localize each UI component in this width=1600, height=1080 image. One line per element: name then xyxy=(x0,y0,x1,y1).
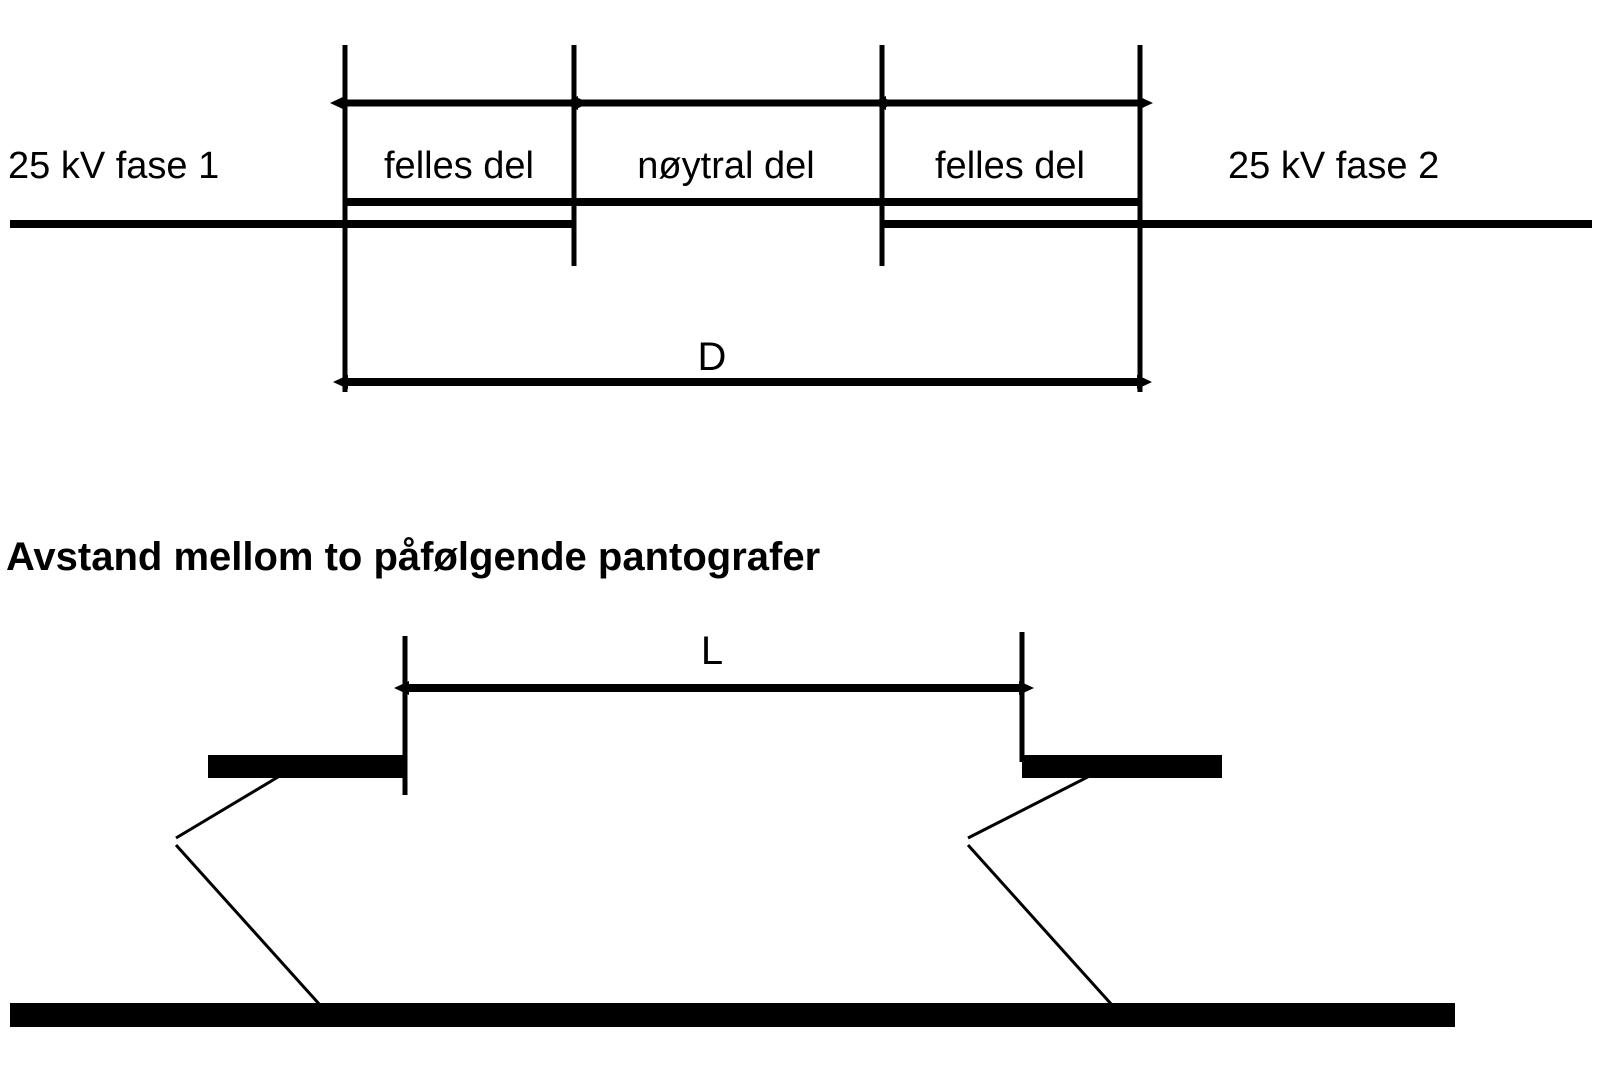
pantograph-distance-label-l: L xyxy=(701,629,723,673)
phase-label-left: 25 kV fase 1 xyxy=(8,145,219,187)
segment-label-felles-del-right: felles del xyxy=(935,145,1085,187)
segment-label-felles-del-left: felles del xyxy=(384,145,534,187)
overall-dimension-label-d: D xyxy=(698,335,727,379)
vehicle-roof-bar xyxy=(10,1003,1455,1027)
pantograph-head-right xyxy=(1022,755,1222,778)
phase-label-right: 25 kV fase 2 xyxy=(1228,145,1439,187)
pantograph-lower-arm-right xyxy=(966,843,1114,1007)
pantograph-head-left xyxy=(208,755,405,778)
pantograph-lower-arm-left xyxy=(174,843,322,1007)
section-boundary-lines xyxy=(342,45,1143,392)
section-caption: Avstand mellom to påfølgende pantografer xyxy=(6,535,820,579)
pantograph-spacing-diagram: L xyxy=(10,629,1455,1027)
neutral-section-diagram: felles del nøytral del felles del 25 kV … xyxy=(8,45,1592,392)
segment-label-noytral-del: nøytral del xyxy=(637,145,814,187)
pantograph-upper-arm-left xyxy=(175,760,304,840)
pantograph-upper-arm-right xyxy=(967,760,1118,840)
